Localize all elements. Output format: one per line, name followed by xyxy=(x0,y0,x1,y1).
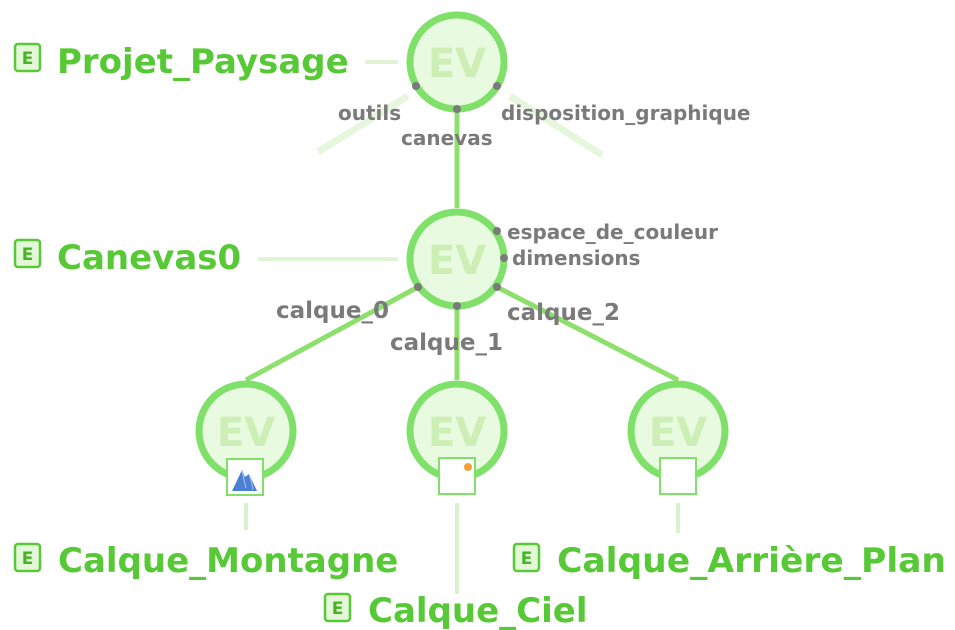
edge-label-calque2: calque_2 xyxy=(507,300,620,326)
port-dots xyxy=(412,82,508,310)
node-layer0[interactable]: EV xyxy=(195,380,297,482)
node-layer1-icon-text: EV xyxy=(428,410,486,456)
entity-badge-letter: E xyxy=(22,549,34,569)
title-ciel[interactable]: E Calque_Ciel xyxy=(323,591,587,630)
entity-badge-icon xyxy=(13,542,42,573)
node-root[interactable]: EV xyxy=(406,11,508,113)
port-canvas-calque2[interactable] xyxy=(493,283,501,291)
edge-canvas-layer0 xyxy=(244,284,420,383)
node-layer2-icon-text: EV xyxy=(649,410,707,456)
port-root-disposition[interactable] xyxy=(493,82,501,90)
edge-label-espace: espace_de_couleur xyxy=(507,220,718,244)
port-canvas-calque0[interactable] xyxy=(414,283,422,291)
sky-thumbnail xyxy=(438,457,476,495)
faint-connectors xyxy=(244,60,680,594)
node-title-ciel: Calque_Ciel xyxy=(368,591,587,630)
node-title-canevas: Canevas0 xyxy=(57,238,241,278)
port-root-canevas[interactable] xyxy=(453,105,461,113)
sun-icon xyxy=(464,463,472,471)
entity-badge-icon xyxy=(13,238,42,269)
node-canvas[interactable]: EV xyxy=(406,208,508,310)
port-root-outils[interactable] xyxy=(412,82,420,90)
edge-label-dimensions: dimensions xyxy=(512,246,640,270)
edge-canvas-layer2 xyxy=(495,284,680,383)
entity-badge-icon xyxy=(512,542,541,573)
edge-label-calque0: calque_0 xyxy=(276,298,389,324)
edge-label-disposition: disposition_graphique xyxy=(501,101,751,125)
title-projet[interactable]: E Projet_Paysage xyxy=(13,42,349,82)
entity-badge-letter: E xyxy=(22,49,34,69)
entity-badge-letter: E xyxy=(332,599,344,619)
title-montagne[interactable]: E Calque_Montagne xyxy=(13,541,398,581)
root-disposition-stub xyxy=(508,93,604,158)
node-layer0-icon-text: EV xyxy=(217,410,275,456)
node-title-montagne: Calque_Montagne xyxy=(58,541,398,581)
mountain-thumbnail xyxy=(226,458,264,496)
port-canvas-dimensions[interactable] xyxy=(500,254,508,262)
node-layer1[interactable]: EV xyxy=(406,380,508,482)
edge-labels: outils canevas disposition_graphique esp… xyxy=(276,101,751,356)
entity-badge-icon xyxy=(323,592,352,623)
node-canvas-icon-text: EV xyxy=(428,238,486,284)
root-outils-stub xyxy=(316,93,410,155)
node-layer2[interactable]: EV xyxy=(627,380,729,482)
edge-label-outils: outils xyxy=(338,101,401,125)
port-canvas-espace[interactable] xyxy=(493,227,501,235)
node-title-projet: Projet_Paysage xyxy=(57,42,349,82)
blank-thumbnail xyxy=(659,457,697,495)
node-title-arriere-plan: Calque_Arrière_Plan xyxy=(557,541,946,581)
edge-label-calque1: calque_1 xyxy=(390,330,503,356)
edge-label-canevas: canevas xyxy=(401,126,493,150)
title-canevas[interactable]: E Canevas0 xyxy=(13,238,241,278)
port-canvas-calque1[interactable] xyxy=(453,302,461,310)
title-arriere-plan[interactable]: E Calque_Arrière_Plan xyxy=(512,541,946,581)
edges xyxy=(244,109,680,383)
entity-badge-icon xyxy=(13,42,42,73)
entity-badge-letter: E xyxy=(521,549,533,569)
node-root-icon-text: EV xyxy=(428,41,486,87)
entity-badge-letter: E xyxy=(22,245,34,265)
